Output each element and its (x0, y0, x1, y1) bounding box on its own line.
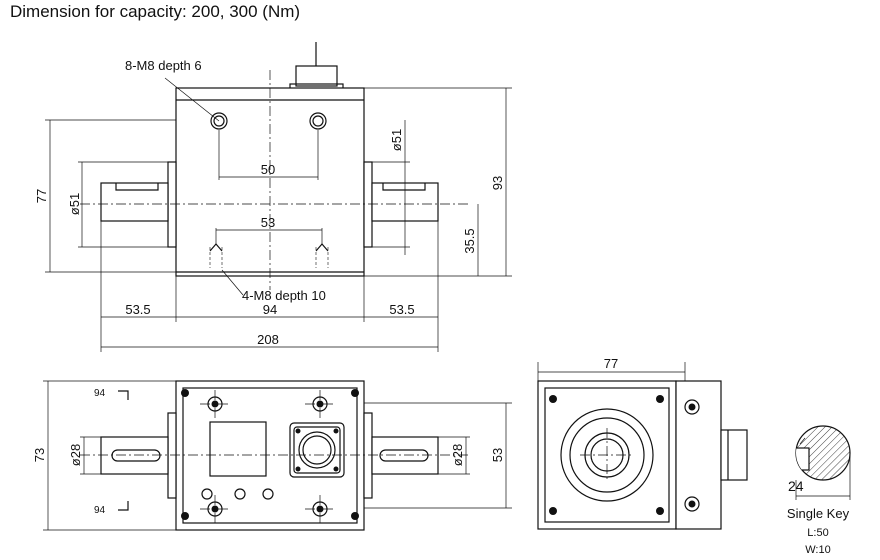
top-corner-hole-tr (351, 389, 359, 397)
top-hole-left (210, 112, 228, 130)
side-connector (720, 429, 748, 481)
bottom-hole-label: 4-M8 depth 10 (242, 288, 326, 303)
side-body-inner (544, 387, 670, 523)
section-mark-bottom (118, 501, 129, 511)
front-view: 50 53 8-M8 depth 6 4-M8 depth 10 77 ø51 … (34, 42, 512, 352)
dim-53-side-label: 53 (490, 448, 505, 462)
side-hole-bl (549, 507, 557, 515)
dim-dia-left-label: ø51 (67, 193, 82, 215)
side-view: 77 (537, 356, 748, 530)
bottom-hole-right-hidden (315, 247, 329, 268)
side-hole-tl (549, 395, 557, 403)
display-window (209, 421, 267, 477)
dim-73-label: 73 (32, 448, 47, 462)
key-slot (796, 447, 810, 471)
right-flange (363, 161, 373, 248)
top-right-key (379, 449, 429, 462)
top-hole-right-inner (312, 115, 324, 127)
top-left-flange (167, 412, 177, 499)
top-right-shaft (371, 436, 439, 475)
connector-flange (289, 422, 345, 478)
dim-53-label: 53 (261, 215, 275, 230)
indicator-led-1 (201, 488, 213, 500)
top-corner-hole-br (351, 512, 359, 520)
side-ext-hole-top (684, 399, 700, 415)
indicator-led-2 (234, 488, 246, 500)
connector-ring (298, 431, 336, 469)
key-length: L:50 (807, 527, 828, 539)
section-mark-bottom-label: 94 (94, 505, 106, 516)
dim-50-label: 50 (261, 162, 275, 177)
dim-right-shaft-label: 53.5 (389, 302, 414, 317)
connector-screw-tl (295, 428, 301, 434)
left-shaft (100, 182, 169, 222)
side-bore-outer (560, 408, 654, 502)
dim-208-label: 208 (257, 332, 279, 347)
dim-body-label: 94 (263, 302, 277, 317)
top-corner-hole-bl (181, 512, 189, 520)
dim-left-shaft-label: 53.5 (125, 302, 150, 317)
dim-35-5-label: 35.5 (462, 228, 477, 253)
page-title: Dimension for capacity: 200, 300 (Nm) (10, 2, 301, 21)
top-hole-right (309, 112, 327, 130)
dim-dia-right-label: ø51 (389, 129, 404, 151)
connector (295, 65, 338, 87)
right-keyway (382, 183, 426, 191)
top-left-key (111, 449, 161, 462)
side-hole-tr (656, 395, 664, 403)
side-ext-hole-top-center (688, 403, 696, 411)
bottom-hole-left-hidden (209, 247, 223, 268)
top-hole-left-inner (213, 115, 225, 127)
section-mark-top (118, 390, 129, 400)
top-view: 94 94 73 ø28 ø28 53 (32, 380, 512, 531)
dim-77-side-label: 77 (604, 356, 618, 371)
dim-24-label: 24 (788, 478, 804, 494)
connector-screw-br (333, 466, 339, 472)
section-mark-top-label: 94 (94, 388, 106, 399)
key-detail: 24 Single Key L:50 W:10 (787, 425, 851, 556)
connector-screw-bl (295, 466, 301, 472)
dim-93-label: 93 (490, 176, 505, 190)
top-left-shaft (100, 436, 169, 475)
indicator-led-3 (262, 488, 274, 500)
top-body (175, 380, 365, 531)
side-hole-br (656, 507, 664, 515)
top-corner-hole-tl (181, 389, 189, 397)
top-hole-leader (164, 77, 220, 122)
top-body-inner (182, 387, 358, 524)
connector-screw-tr (333, 428, 339, 434)
side-bore-ring (569, 417, 645, 493)
connector-flange-inner (293, 426, 341, 474)
side-ext-hole-bottom (684, 496, 700, 512)
left-keyway (115, 183, 159, 191)
dim-28-left-label: ø28 (68, 444, 83, 466)
bottom-hole-leader (221, 269, 244, 296)
dim-77-label: 77 (34, 189, 49, 203)
key-leader (799, 437, 806, 445)
key-width: W:10 (805, 544, 830, 556)
left-flange (167, 161, 177, 248)
connector-ring-inner (302, 435, 332, 465)
dim-28-right-label: ø28 (450, 444, 465, 466)
top-hole-label: 8-M8 depth 6 (125, 58, 202, 73)
key-title: Single Key (787, 506, 850, 521)
top-right-flange (363, 412, 373, 499)
side-ext-hole-bottom-center (688, 500, 696, 508)
